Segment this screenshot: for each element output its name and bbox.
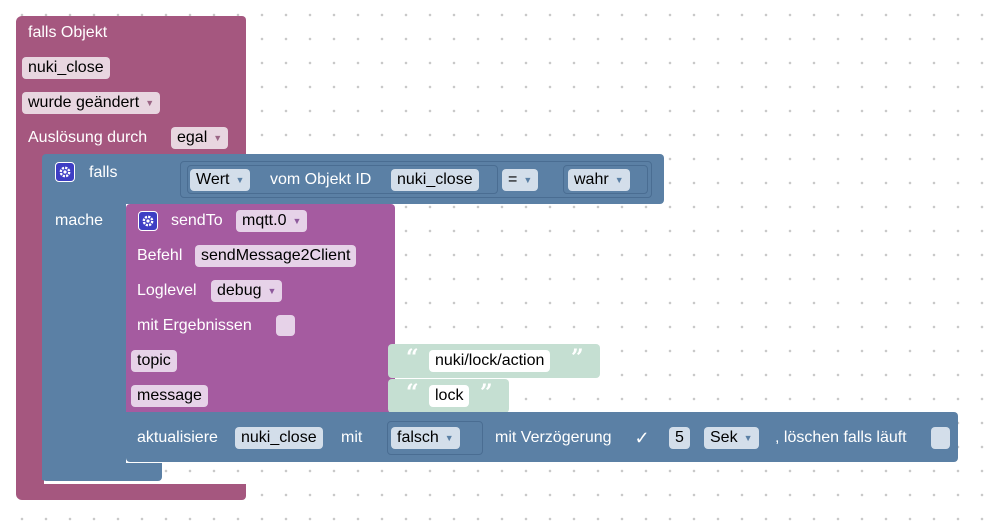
clear-checkbox[interactable] [931,427,950,449]
chevron-down-icon: ▼ [743,433,753,443]
update-value-dropdown[interactable]: falsch ▼ [391,427,460,449]
chevron-down-icon: ▼ [292,216,302,226]
chevron-down-icon: ▼ [614,175,624,185]
checkmark-icon: ✓ [634,428,650,448]
value-type: Wert [196,171,230,189]
message-label: message [131,385,208,407]
close-quote-icon: ” [480,380,493,406]
adapter-dropdown[interactable]: mqtt.0 ▼ [236,210,308,232]
update-with-label: mit [341,429,363,446]
delay-unit-dropdown[interactable]: Sek ▼ [704,427,759,449]
loglevel-label: Loglevel [137,282,197,299]
sendto-block-body[interactable] [126,204,395,412]
gear-icon[interactable] [55,162,75,182]
compare-value-dropdown[interactable]: wahr ▼ [568,169,630,191]
condition-bool-block[interactable] [563,165,648,194]
trigger-value-dropdown[interactable]: egal ▼ [171,127,229,149]
chevron-down-icon: ▼ [523,175,533,185]
operator-dropdown[interactable]: =▼ [502,169,539,191]
operator-value: = [508,171,518,189]
trigger-object-id: nuki_close [28,59,104,76]
if-block-header[interactable] [42,154,664,204]
topic-label-text: topic [137,352,171,369]
trigger-value: egal [177,129,208,147]
if-label: falls [89,164,118,181]
chevron-down-icon: ▼ [444,433,454,443]
gear-icon[interactable] [138,211,158,231]
delay-amount: 5 [675,429,684,446]
update-bool-block[interactable] [387,421,483,455]
if-block-bottom [42,463,162,481]
open-quote-icon: “ [406,380,419,406]
adapter-value: mqtt.0 [242,212,287,230]
loglevel-value: debug [217,282,262,300]
chevron-down-icon: ▼ [213,133,223,143]
topic-value: nuki/lock/action [435,352,545,369]
trigger-condition-dropdown[interactable]: wurde geändert ▼ [22,92,161,114]
clear-label: , löschen falls läuft [775,429,907,446]
command-field[interactable]: sendMessage2Client [195,245,357,267]
if-block-spine [42,200,126,480]
trigger-object-field[interactable]: nuki_close [22,57,110,79]
update-value: falsch [397,429,439,447]
from-object-label: vom Objekt ID [270,171,372,188]
topic-label: topic [131,350,177,372]
command-label: Befehl [137,247,183,264]
chevron-down-icon: ▼ [145,98,155,108]
trigger-label: Auslösung durch [28,129,148,146]
chevron-down-icon: ▼ [267,286,277,296]
message-value-field[interactable]: lock [429,385,470,407]
trigger-title: falls Objekt [28,24,108,41]
close-quote-icon: ” [571,345,584,371]
open-quote-icon: “ [406,345,419,371]
do-label: mache [55,212,104,229]
message-label-text: message [137,387,202,404]
loglevel-dropdown[interactable]: debug ▼ [211,280,283,302]
delay-label: mit Verzögerung [495,429,612,446]
command-value: sendMessage2Client [201,247,351,264]
condition-get-value-block[interactable] [187,165,498,194]
sendto-label: sendTo [171,212,223,229]
results-label: mit Ergebnissen [137,317,252,334]
condition-compare-block[interactable] [180,161,652,198]
delay-checkbox[interactable]: ✓ [632,427,652,449]
results-checkbox[interactable] [276,315,295,336]
delay-amount-field[interactable]: 5 [669,427,690,449]
update-object-id: nuki_close [241,429,317,446]
condition-object-id: nuki_close [397,171,473,188]
condition-object-field[interactable]: nuki_close [391,169,479,191]
trigger-block-spine [16,150,44,490]
trigger-condition-value: wurde geändert [28,94,140,112]
trigger-block-bottom [16,484,246,500]
chevron-down-icon: ▼ [235,175,245,185]
update-label: aktualisiere [137,429,218,446]
message-value: lock [435,387,464,404]
value-type-dropdown[interactable]: Wert ▼ [190,169,251,191]
compare-value: wahr [574,171,609,189]
delay-unit: Sek [710,429,738,447]
update-object-field[interactable]: nuki_close [235,427,323,449]
topic-value-field[interactable]: nuki/lock/action [429,350,551,372]
